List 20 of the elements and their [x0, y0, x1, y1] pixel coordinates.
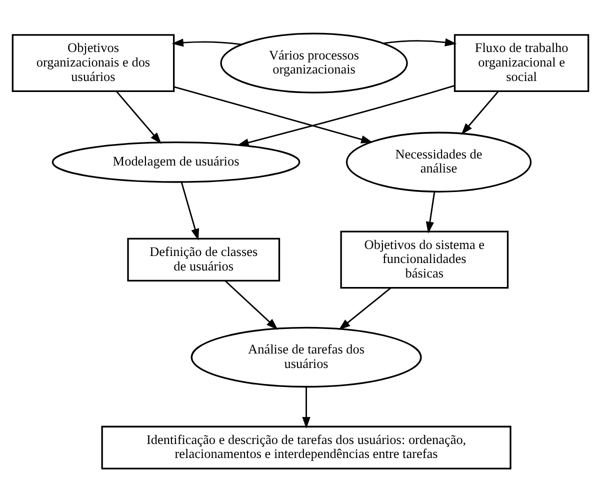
arrow [174, 86, 373, 144]
arrow [461, 91, 499, 135]
arrow [180, 182, 200, 241]
arrow [383, 38, 457, 46]
node-box: Fluxo de trabalho organizacional e social [454, 34, 590, 92]
node-box: Identificação e descrição de tarefas dos usuários: ordenação, relacionamentos e interdependências entre tarefas [101, 426, 512, 470]
arrow [426, 192, 436, 234]
arrow [172, 38, 242, 47]
node-ellipse: Análise de tarefas dos usuários [190, 326, 422, 388]
node-box: Objetivos organizacionais e dos usuários [12, 34, 175, 92]
node-ellipse: Vários processos organizacionais [220, 32, 408, 94]
arrow [237, 85, 455, 147]
node-ellipse: Necessidades de análise [346, 132, 532, 192]
node-box: Objetivos do sistema e funcionalidades básicas [340, 230, 509, 289]
node-box: Definição de classes de usuários [127, 238, 280, 282]
arrow [116, 91, 162, 144]
node-ellipse: Modelagem de usuários [52, 141, 300, 183]
arrow [302, 387, 310, 429]
arrow [224, 280, 278, 330]
arrow [338, 287, 392, 330]
